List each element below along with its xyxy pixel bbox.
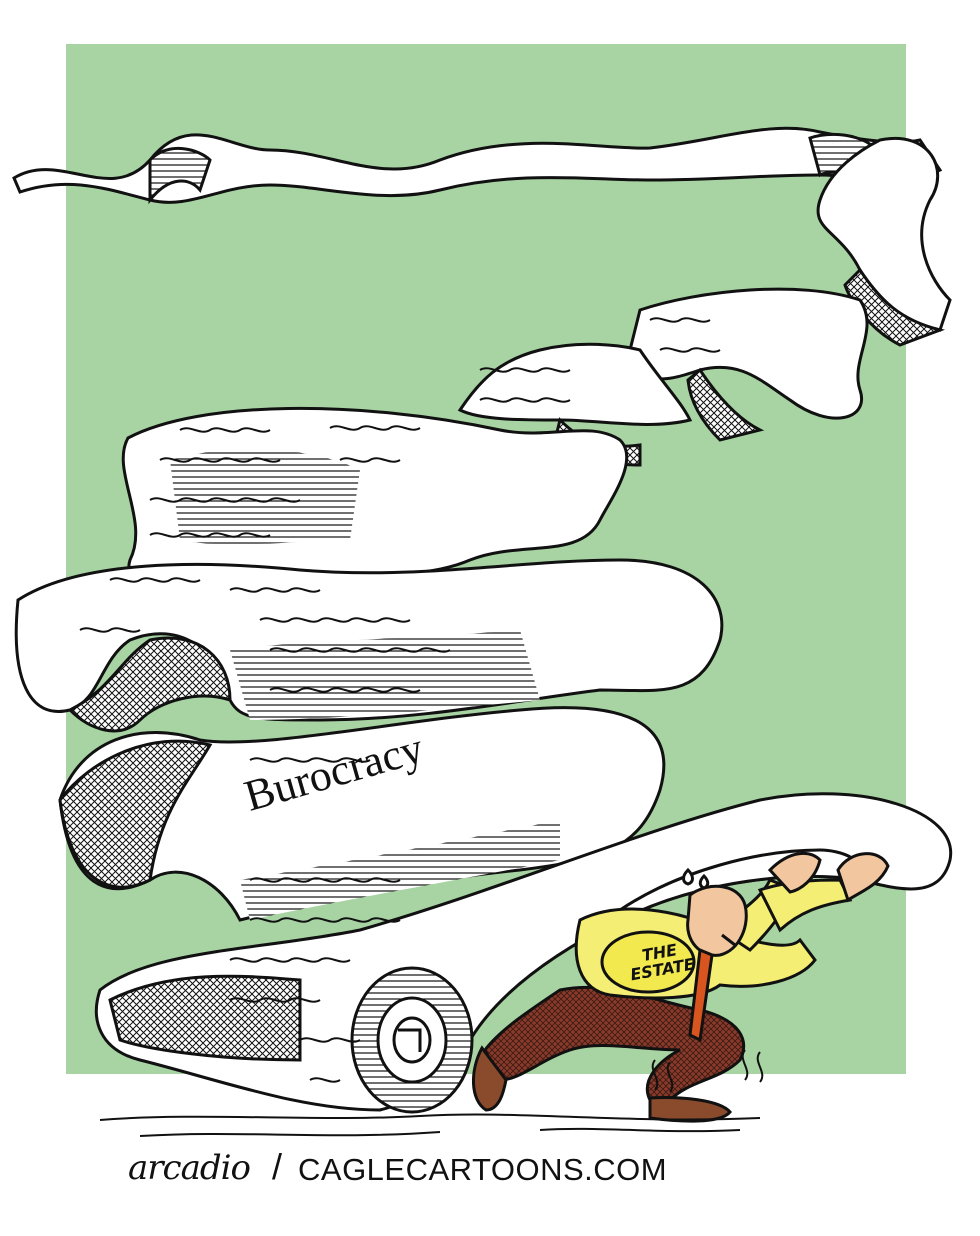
man-head xyxy=(686,884,748,957)
man-hand-left xyxy=(767,851,822,894)
scroll-main-sheet xyxy=(58,706,666,922)
scroll-second-sheet xyxy=(14,558,724,733)
scroll-roll xyxy=(350,966,474,1114)
website-credit: CAGLECARTOONS.COM xyxy=(298,1152,668,1187)
signature-separator: / xyxy=(272,1146,283,1187)
man-right-shoe xyxy=(648,1096,732,1123)
man-hand-right xyxy=(836,852,890,903)
ground-lines xyxy=(99,1113,761,1137)
man-tie xyxy=(688,947,714,1043)
handwriting-scribbles xyxy=(79,317,721,1083)
scroll-upper-sheet xyxy=(121,406,629,592)
man-left-shoe xyxy=(471,1045,508,1112)
estate-badge xyxy=(600,930,696,994)
artist-signature: arcadio xyxy=(128,1148,251,1188)
man-figure xyxy=(471,851,890,1123)
